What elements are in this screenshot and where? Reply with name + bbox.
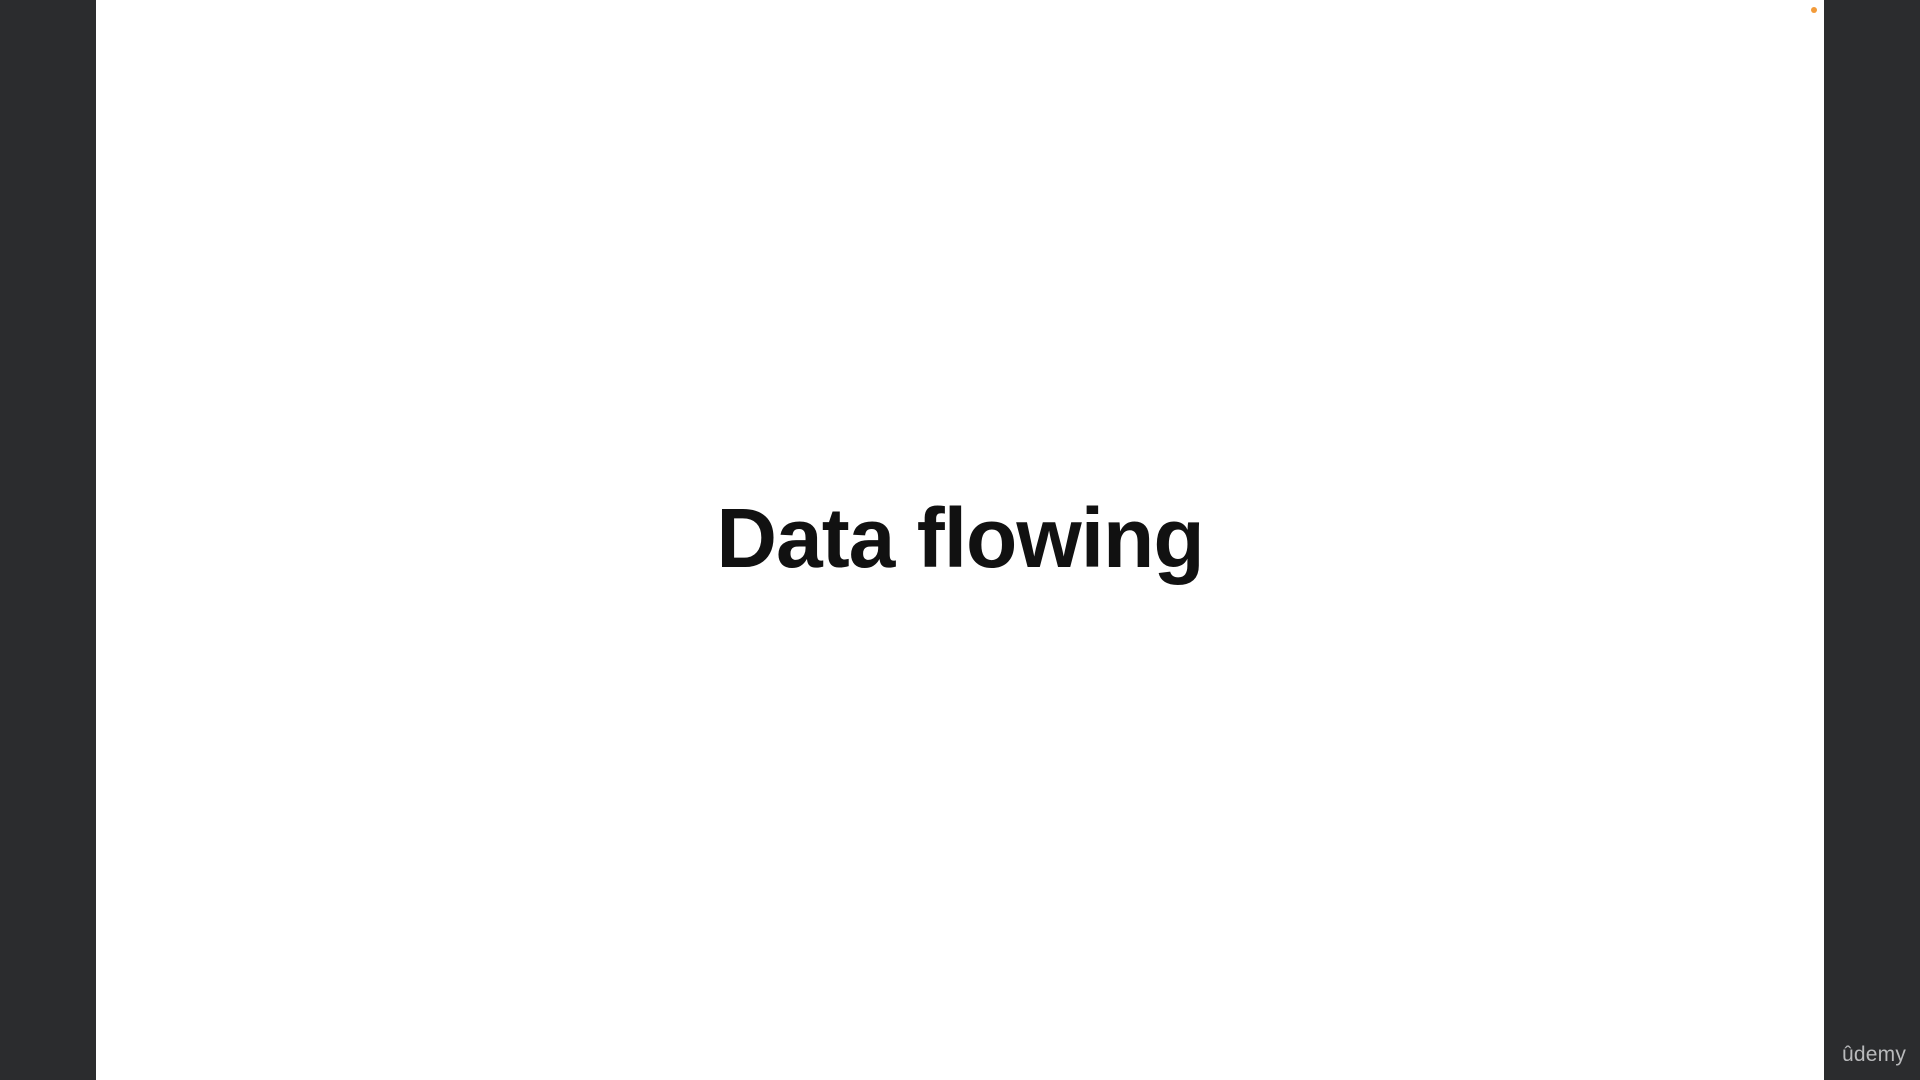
slide-title: Data flowing	[716, 491, 1204, 585]
presentation-slide: Data flowing	[96, 0, 1824, 1080]
recording-indicator-dot	[1811, 7, 1817, 13]
udemy-watermark-logo: ûdemy	[1842, 1043, 1907, 1066]
